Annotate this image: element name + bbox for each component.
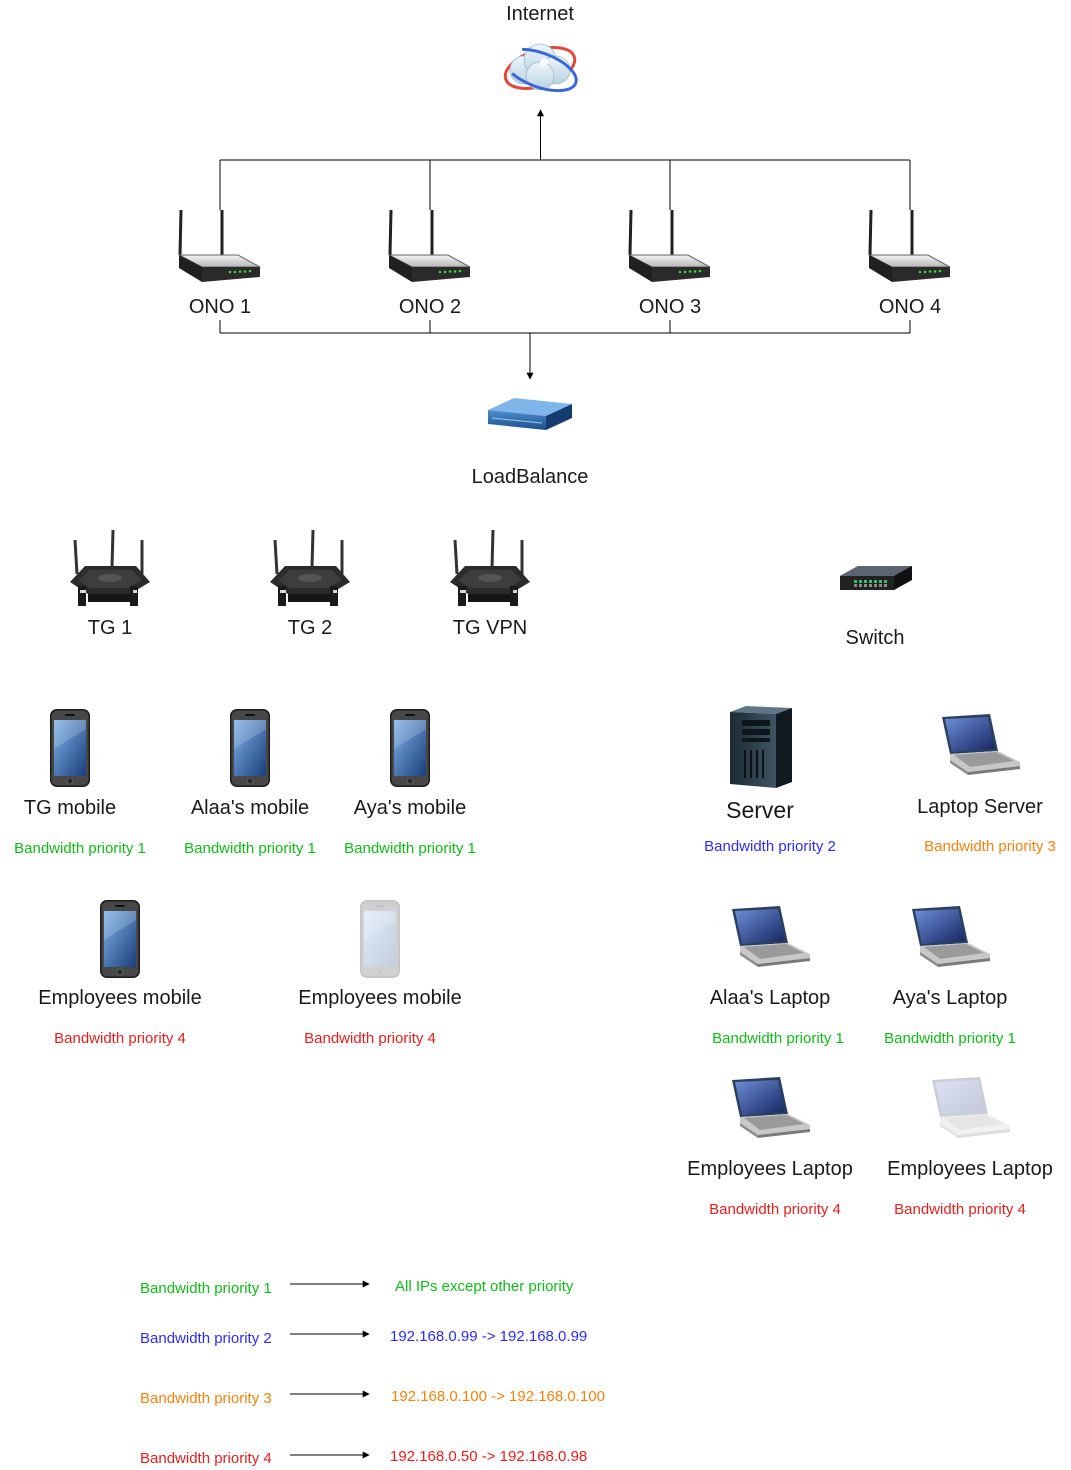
alaa-laptop-label: Alaa's Laptop — [709, 987, 831, 1009]
legend-range-2: 192.168.0.99 -> 192.168.0.99 — [390, 1328, 588, 1345]
connection-lines — [219, 109, 911, 380]
router-icon-ono1 — [177, 208, 262, 284]
employees-laptop-label-2: Employees Laptop — [887, 1158, 1053, 1180]
employees-laptop-label-1: Employees Laptop — [687, 1158, 853, 1180]
employees-mobile-priority-1: Bandwidth priority 4 — [54, 1030, 186, 1047]
tg1-label: TG 1 — [87, 617, 133, 639]
ono4-label: ONO 4 — [878, 296, 942, 318]
tg2-label: TG 2 — [287, 617, 333, 639]
laptop-icon-employees-1 — [732, 1077, 810, 1138]
router-icon-ono4 — [867, 208, 952, 284]
switch-label: Switch — [845, 627, 905, 649]
server-priority: Bandwidth priority 2 — [704, 838, 836, 855]
aya-laptop-priority: Bandwidth priority 1 — [884, 1030, 1016, 1047]
tg-mobile-label: TG mobile — [23, 797, 117, 819]
laptop-server-label: Laptop Server — [917, 796, 1043, 818]
phone-icon-tg — [49, 708, 91, 788]
phone-icon-alaa — [229, 708, 271, 788]
aya-mobile-label: Aya's mobile — [353, 797, 467, 819]
laptop-server-priority: Bandwidth priority 3 — [924, 838, 1056, 855]
employees-mobile-priority-2: Bandwidth priority 4 — [304, 1030, 436, 1047]
legend-priority-3: Bandwidth priority 3 — [140, 1390, 272, 1407]
legend-arrows — [290, 1280, 370, 1459]
aya-laptop-label: Aya's Laptop — [892, 987, 1008, 1009]
network-switch-icon — [840, 566, 912, 590]
wireless-router-icon-tg1 — [68, 528, 152, 608]
alaa-laptop-priority: Bandwidth priority 1 — [712, 1030, 844, 1047]
router-icon-ono2 — [387, 208, 472, 284]
ono3-label: ONO 3 — [638, 296, 702, 318]
server-label: Server — [726, 797, 794, 823]
alaa-mobile-priority: Bandwidth priority 1 — [184, 840, 316, 857]
aya-mobile-priority: Bandwidth priority 1 — [344, 840, 476, 857]
legend-range-4: 192.168.0.50 -> 192.168.0.98 — [390, 1448, 588, 1465]
phone-icon-employees-1 — [99, 899, 141, 979]
router-icon-ono3 — [627, 208, 712, 284]
laptop-icon-alaa — [732, 906, 810, 967]
wireless-router-icon-tg2 — [268, 528, 352, 608]
employees-laptop-priority-1: Bandwidth priority 4 — [709, 1201, 841, 1218]
alaa-mobile-label: Alaa's mobile — [190, 797, 310, 819]
ono1-label: ONO 1 — [188, 296, 252, 318]
internet-label: Internet — [506, 3, 574, 25]
legend-priority-4: Bandwidth priority 4 — [140, 1450, 272, 1467]
employees-laptop-priority-2: Bandwidth priority 4 — [894, 1201, 1026, 1218]
legend-priority-1: Bandwidth priority 1 — [140, 1280, 272, 1297]
loadbalance-label: LoadBalance — [471, 466, 589, 488]
cloud-globe-icon — [502, 43, 578, 93]
phone-icon-aya — [389, 708, 431, 788]
wireless-router-icon-tgvpn — [448, 528, 532, 608]
laptop-icon-laptop-server — [942, 714, 1020, 775]
laptop-icon-employees-2 — [932, 1077, 1010, 1138]
employees-mobile-label-2: Employees mobile — [298, 987, 462, 1009]
legend-range-1: All IPs except other priority — [395, 1278, 574, 1295]
phone-icon-employees-2 — [359, 899, 401, 979]
ono2-label: ONO 2 — [398, 296, 462, 318]
rack-server-icon — [488, 398, 572, 430]
laptop-icon-aya — [912, 906, 990, 967]
legend-priority-2: Bandwidth priority 2 — [140, 1330, 272, 1347]
legend-range-3: 192.168.0.100 -> 192.168.0.100 — [391, 1388, 605, 1405]
tg-mobile-priority: Bandwidth priority 1 — [14, 840, 146, 857]
employees-mobile-label-1: Employees mobile — [38, 987, 202, 1009]
tower-server-icon — [730, 706, 792, 788]
tgvpn-label: TG VPN — [452, 617, 528, 639]
